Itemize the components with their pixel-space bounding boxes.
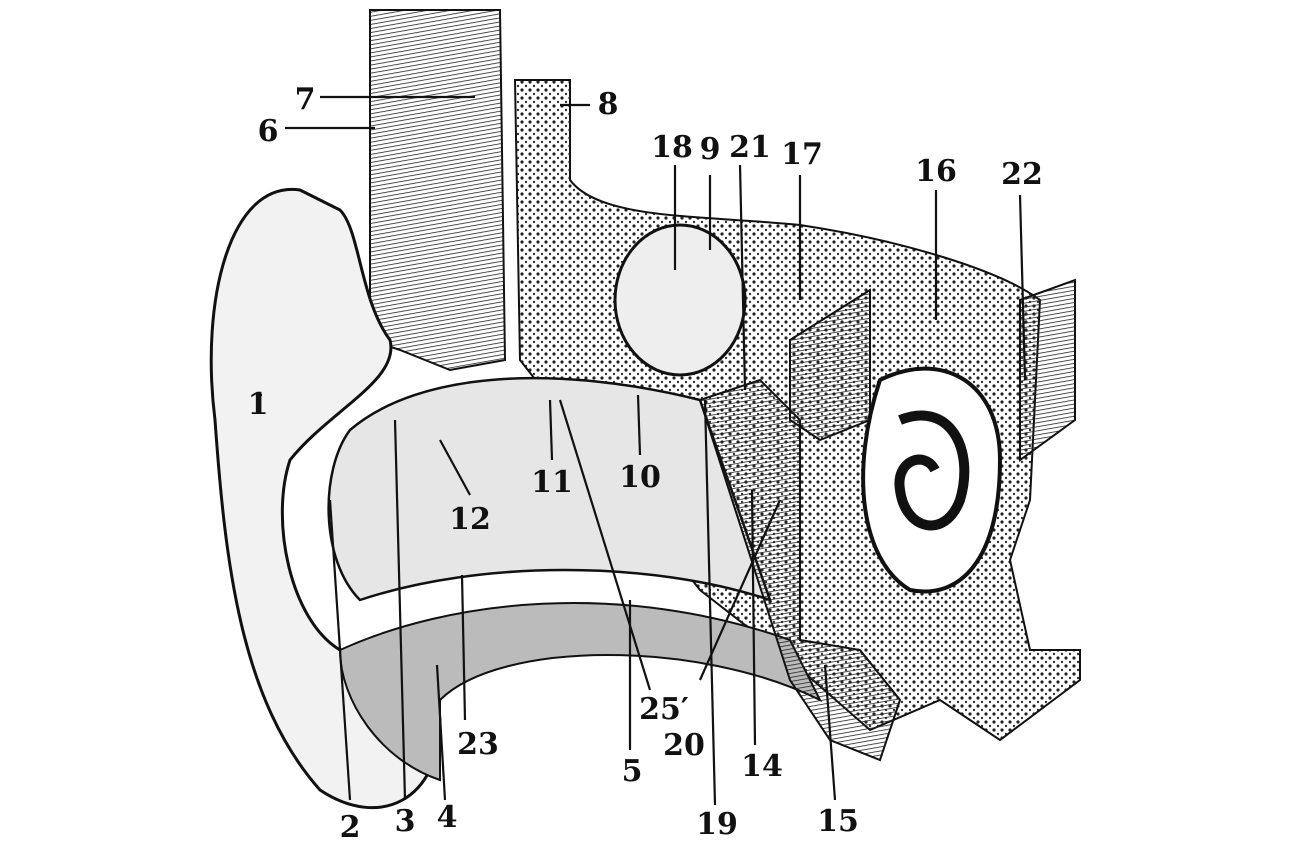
cochlea-spiral bbox=[894, 410, 970, 531]
label-17: 17 bbox=[781, 137, 823, 172]
nerve-22 bbox=[1019, 278, 1076, 462]
label-12: 12 bbox=[449, 502, 491, 537]
label-18: 18 bbox=[651, 130, 693, 165]
leader-lines bbox=[258, 95, 1027, 806]
temporal-muscle bbox=[369, 9, 507, 372]
label-7: 7 bbox=[294, 82, 316, 117]
mastoid-antrum-18 bbox=[613, 223, 747, 377]
label-11: 11 bbox=[531, 465, 573, 500]
cochlea bbox=[861, 366, 1003, 594]
label-5: 5 bbox=[621, 754, 643, 789]
label-4: 4 bbox=[436, 800, 458, 835]
label-2: 2 bbox=[339, 810, 361, 845]
label-22: 22 bbox=[1001, 157, 1043, 192]
label-16: 16 bbox=[915, 154, 957, 189]
label-21: 21 bbox=[729, 130, 771, 165]
label-9: 9 bbox=[699, 132, 721, 167]
label-23: 23 bbox=[457, 727, 499, 762]
label-25-prime: 25′ bbox=[639, 692, 689, 727]
label-19: 19 bbox=[696, 807, 738, 842]
label-20: 20 bbox=[663, 728, 705, 763]
label-8: 8 bbox=[597, 87, 619, 122]
label-6: 6 bbox=[257, 114, 279, 149]
ossicle-17 bbox=[789, 288, 871, 442]
label-15: 15 bbox=[817, 804, 859, 839]
label-14: 14 bbox=[741, 749, 783, 784]
label-1: 1 bbox=[247, 387, 269, 422]
tympanic-cavity bbox=[698, 378, 902, 762]
label-3: 3 bbox=[394, 804, 416, 839]
label-10: 10 bbox=[619, 460, 661, 495]
canal-floor bbox=[338, 602, 823, 782]
